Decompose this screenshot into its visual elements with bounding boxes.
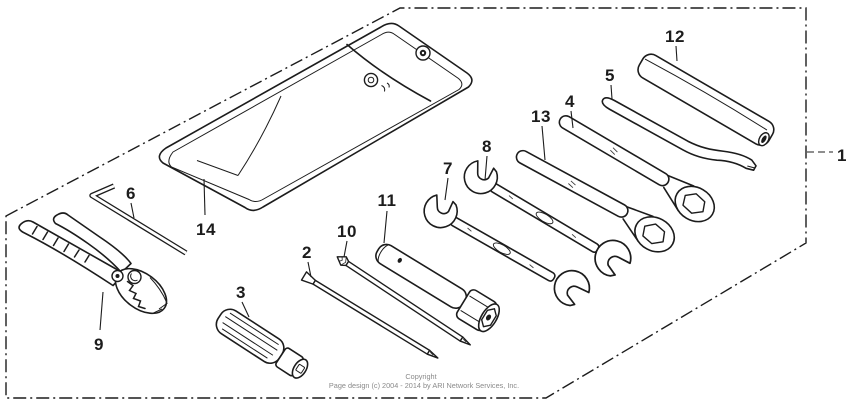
screwdriver-grip-ribs — [221, 312, 279, 359]
callout-leader-13 — [541, 125, 546, 161]
pliers-drawing — [18, 212, 168, 315]
callout-6[interactable]: 6 — [126, 184, 136, 203]
callout-leader-10 — [343, 240, 348, 258]
copyright-line-2: Page design (c) 2004 - 2014 by ARI Netwo… — [329, 381, 519, 390]
callout-12[interactable]: 12 — [665, 27, 685, 46]
tool-bag-outline — [158, 22, 473, 212]
flat-blade-drawing — [300, 271, 439, 359]
callout-leader-3 — [241, 301, 250, 318]
screwdriver-end-cap — [291, 358, 309, 379]
callout-5[interactable]: 5 — [605, 66, 615, 85]
pliers-slip-joint — [127, 269, 142, 285]
assembly-boundary — [5, 7, 807, 399]
pliers-jaw-tip-lines — [152, 302, 168, 314]
lever-bar-tip-notch — [747, 165, 755, 169]
pliers-upper-handle — [52, 212, 132, 274]
screwdriver-grip — [215, 308, 285, 365]
callout-leader-8 — [484, 155, 488, 181]
pliers-jaw-teeth — [126, 280, 146, 310]
open-end-wrench-7-drawing — [418, 191, 596, 312]
callout-7[interactable]: 7 — [443, 159, 453, 178]
callout-1[interactable]: 1 — [837, 146, 847, 165]
callout-14[interactable]: 14 — [196, 220, 216, 239]
callout-leader-4 — [570, 110, 574, 129]
vinyl-sleeve-drawing — [637, 53, 775, 147]
screwdriver-handle-drawing — [215, 308, 309, 379]
lever-bar-drawing — [601, 96, 757, 172]
callout-9[interactable]: 9 — [94, 335, 104, 354]
flat-blade-shaft — [312, 279, 431, 355]
copyright-line-1: Copyright — [405, 372, 436, 381]
tool-bag-drawing — [158, 22, 473, 212]
wrench-8-head-large — [587, 232, 637, 282]
tool-bag-inner-outline — [168, 31, 463, 202]
open-end-wrench-8-drawing — [458, 157, 637, 282]
callout-leader-6 — [130, 202, 135, 219]
callout-leader-7 — [444, 177, 449, 201]
callout-leader-5 — [610, 84, 613, 100]
callout-10[interactable]: 10 — [337, 222, 357, 241]
tool-bag-crease — [196, 95, 282, 176]
callout-leader-12 — [675, 45, 678, 62]
spark-plug-socket-drawing — [375, 243, 501, 333]
snap-stud-icon — [363, 72, 390, 92]
box-wrench-4-drawing — [548, 108, 722, 230]
wrench-8-brand-logo — [535, 211, 554, 225]
callout-leader-9 — [99, 291, 104, 331]
hex-key-drawing — [89, 183, 188, 256]
pliers-handle-serrations — [31, 225, 90, 263]
wrench-7-brand-logo — [492, 242, 511, 255]
callout-2[interactable]: 2 — [302, 243, 312, 262]
callout-13[interactable]: 13 — [531, 107, 551, 126]
phillips-blade-drawing — [336, 256, 471, 346]
callout-4[interactable]: 4 — [565, 92, 575, 111]
callout-leader-11 — [383, 210, 388, 244]
socket-tube — [375, 243, 468, 310]
tommy-bar-hole — [397, 257, 402, 263]
callout-11[interactable]: 11 — [378, 191, 397, 210]
sleeve-fold-line — [644, 58, 768, 131]
callout-8[interactable]: 8 — [482, 137, 492, 156]
callout-3[interactable]: 3 — [236, 283, 246, 302]
callout-leader-14 — [203, 178, 206, 216]
tool-bag-flap-edge — [346, 43, 432, 102]
screwdriver-socket-hole — [295, 363, 305, 374]
wrench-7-head-large — [546, 262, 596, 312]
pliers-jaw-gap — [149, 277, 167, 303]
sleeve-body — [637, 53, 775, 146]
lever-bar-body — [601, 96, 757, 172]
snap-button-icon — [415, 45, 431, 61]
callout-leader-2 — [307, 261, 312, 278]
